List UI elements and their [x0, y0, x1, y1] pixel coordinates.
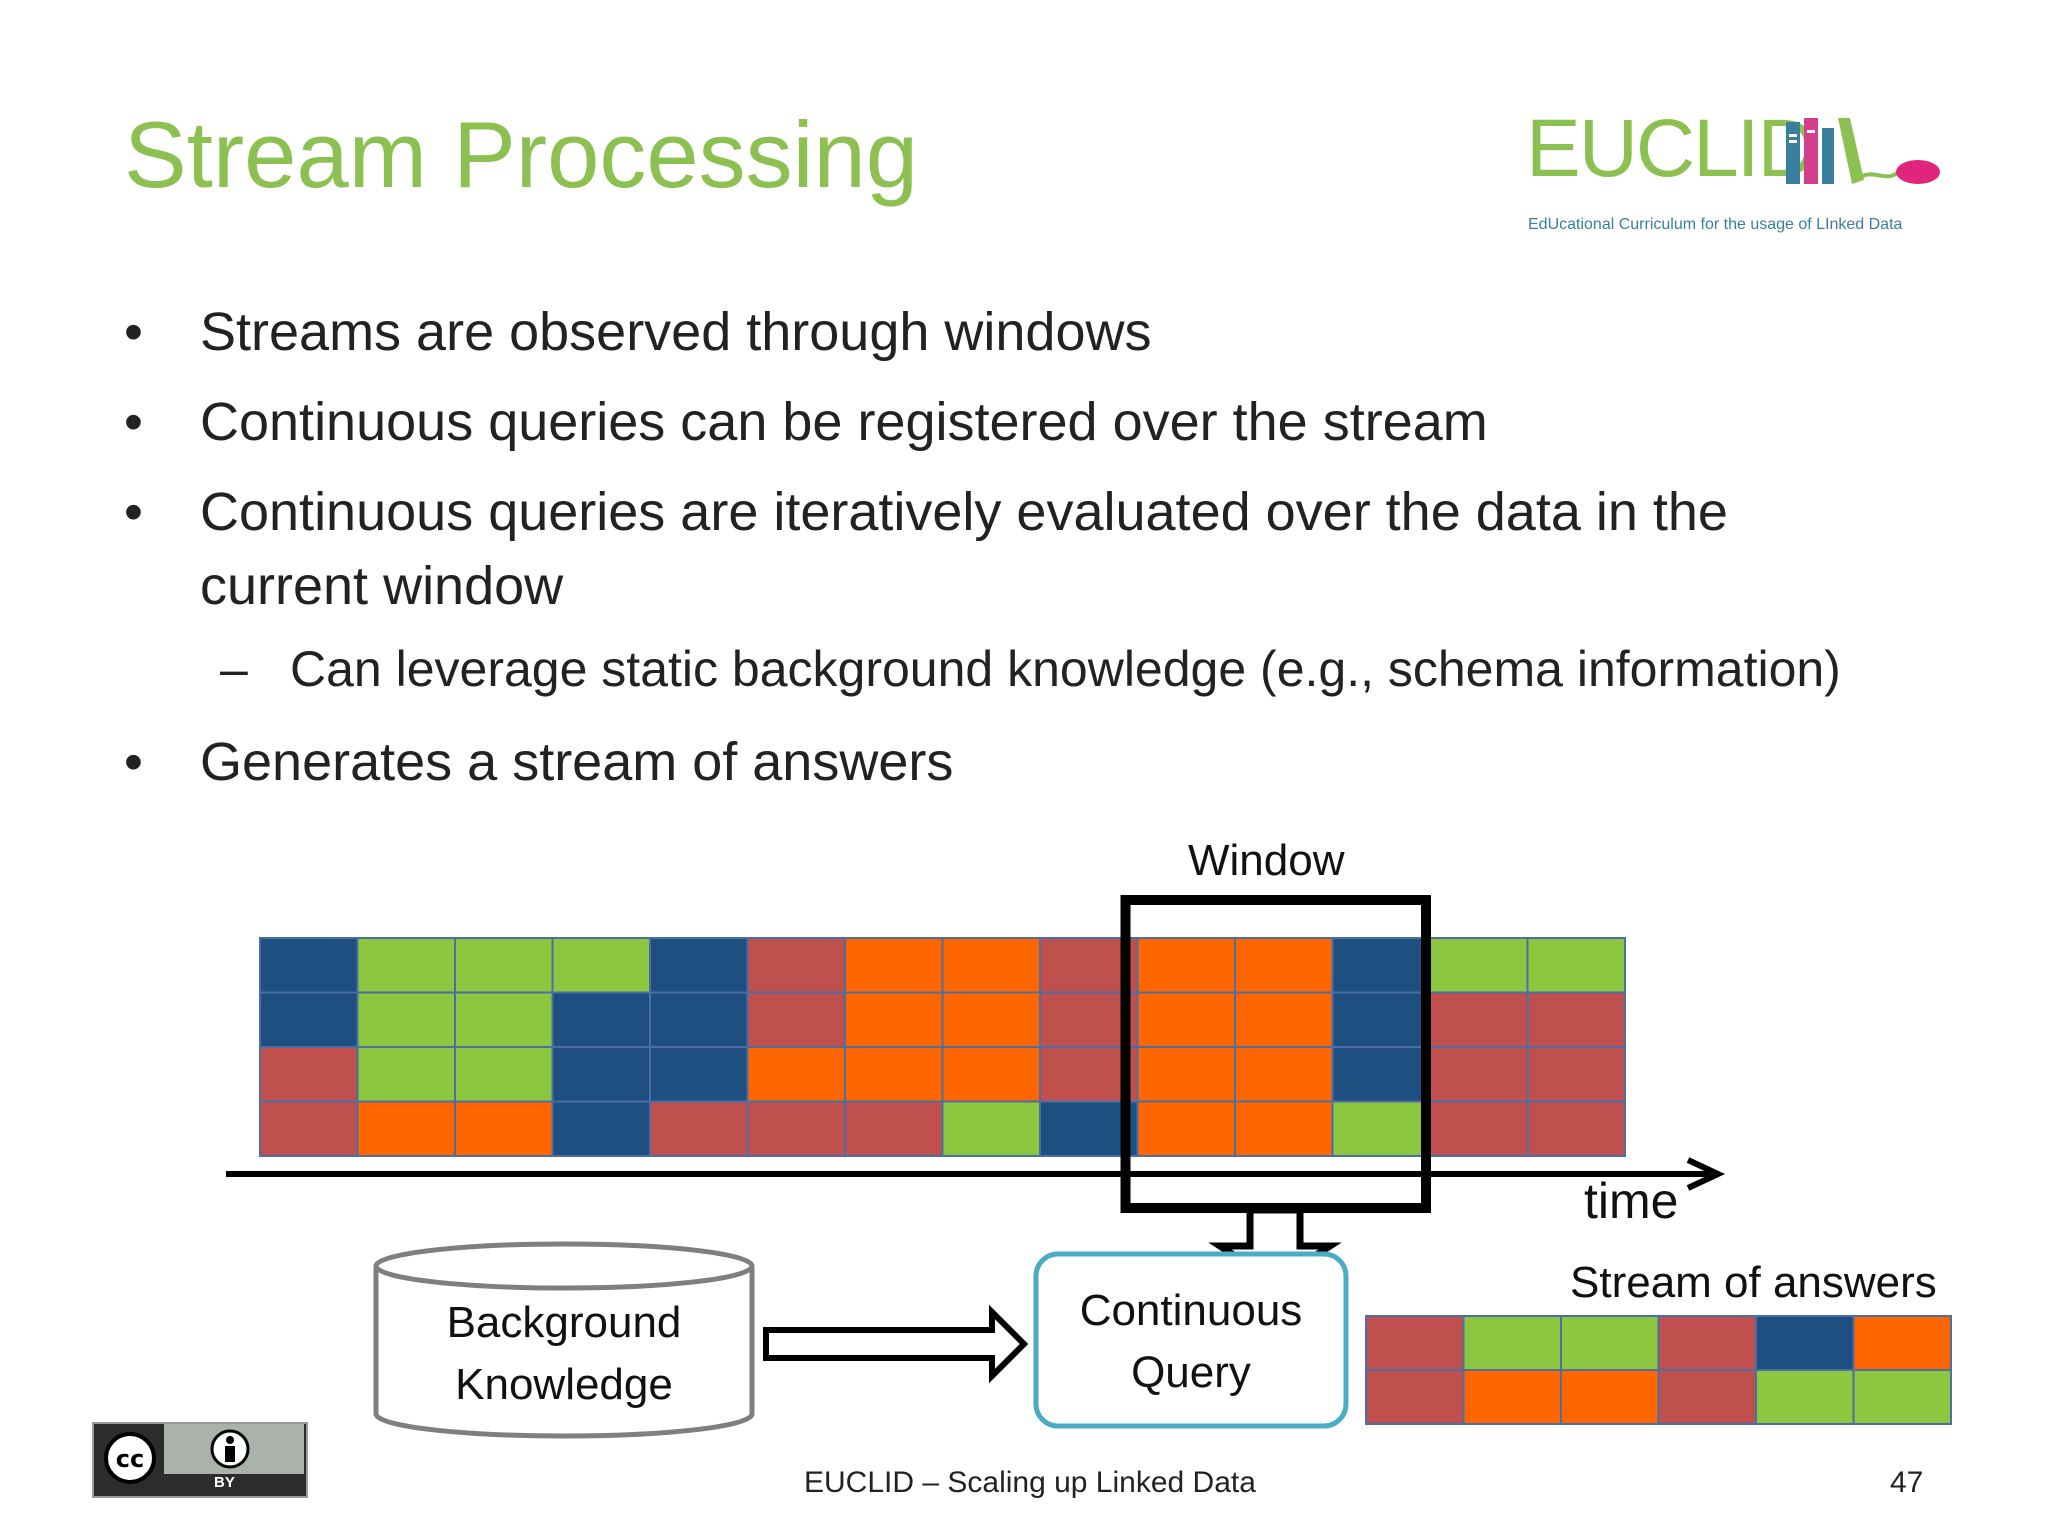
- stream-cell: [454, 991, 554, 1048]
- stream-cell: [356, 991, 456, 1048]
- stream-cell: [551, 991, 651, 1048]
- footer-title: EUCLID – Scaling up Linked Data: [804, 1466, 1256, 1499]
- stream-cell: [649, 991, 749, 1048]
- background-knowledge-label-line1: Background: [446, 1298, 682, 1347]
- bullet-item: Generates a stream of answers: [124, 726, 1984, 798]
- stream-cell: [1657, 1315, 1757, 1371]
- stream-cell: [1136, 1100, 1236, 1157]
- logo-tagline: EdUcational Curriculum for the usage of …: [1528, 216, 1903, 233]
- logo-wordmark: EUCLID: [1526, 103, 1817, 194]
- stream-cell: [941, 991, 1041, 1048]
- bullet-list: Streams are observed through windows Con…: [124, 296, 1984, 816]
- stream-cell: [1526, 937, 1626, 994]
- continuous-query-label-line2: Query: [1131, 1348, 1251, 1397]
- bullet-continuation: current window: [200, 556, 564, 616]
- stream-cell: [1331, 1100, 1431, 1157]
- svg-text:cc: cc: [116, 1445, 144, 1473]
- stream-cell: [746, 937, 846, 994]
- page-number: 47: [1890, 1466, 1924, 1499]
- stream-cell: [1331, 937, 1431, 994]
- stream-cell: [1331, 1046, 1431, 1103]
- stream-cell: [844, 937, 944, 994]
- stream-cell: [1852, 1315, 1952, 1371]
- stream-cell: [356, 1046, 456, 1103]
- stream-cell: [1365, 1369, 1465, 1425]
- stream-cell: [259, 937, 359, 994]
- stream-cell: [1365, 1315, 1465, 1371]
- stream-cell: [1234, 937, 1334, 994]
- stream-cell: [259, 991, 359, 1048]
- license-badge-graphic: cc: [104, 1424, 304, 1484]
- continuous-query-label-line1: Continuous: [1079, 1286, 1303, 1335]
- time-axis-arrowhead: [1686, 1157, 1726, 1191]
- stream-cell: [1234, 1046, 1334, 1103]
- stream-cell: [941, 1046, 1041, 1103]
- background-knowledge-cylinder: [373, 1266, 755, 1439]
- stream-cell: [454, 937, 554, 994]
- stream-cell: [551, 937, 651, 994]
- stream-grid: [259, 937, 1626, 1157]
- answers-label: Stream of answers: [1570, 1258, 1937, 1307]
- background-knowledge-label-line2: Knowledge: [455, 1360, 673, 1409]
- license-text: BY: [214, 1474, 235, 1491]
- sub-bullet-item: Can leverage static background knowledge…: [124, 636, 1984, 702]
- stream-cell: [746, 1046, 846, 1103]
- bullet-item: Streams are observed through windows: [124, 296, 1984, 368]
- stream-cell: [1526, 991, 1626, 1048]
- stream-cell: [1234, 991, 1334, 1048]
- time-axis-label: time: [1584, 1173, 1679, 1229]
- stream-cell: [1136, 1046, 1236, 1103]
- window-label: Window: [1188, 836, 1345, 885]
- stream-cell: [649, 937, 749, 994]
- stream-cell: [1136, 937, 1236, 994]
- stream-cell: [1429, 1100, 1529, 1157]
- continuous-query-box: [1033, 1251, 1349, 1429]
- stream-cell: [454, 1046, 554, 1103]
- stream-cell: [1331, 991, 1431, 1048]
- stream-cell: [844, 1046, 944, 1103]
- answers-grid: [1365, 1315, 1952, 1425]
- stream-cell: [844, 1100, 944, 1157]
- cylinder-top: [373, 1241, 755, 1291]
- stream-cell: [1462, 1369, 1562, 1425]
- stream-cell: [356, 937, 456, 994]
- stream-cell: [1560, 1315, 1660, 1371]
- stream-cell: [1852, 1369, 1952, 1425]
- euclid-logo: EUCLID EdUcational Curriculum for the us…: [1520, 108, 1950, 246]
- bullet-item: Continuous queries are iteratively evalu…: [124, 476, 1984, 548]
- books-and-mouse-icon: [1786, 118, 1940, 184]
- stream-cell: [844, 991, 944, 1048]
- stream-cell: [941, 1100, 1041, 1157]
- stream-cell: [1429, 1046, 1529, 1103]
- stream-cell: [1429, 991, 1529, 1048]
- stream-cell: [746, 1100, 846, 1157]
- knowledge-to-query-arrow: [763, 1304, 1029, 1384]
- stream-cell: [1136, 991, 1236, 1048]
- stream-cell: [1755, 1369, 1855, 1425]
- stream-cell: [356, 1100, 456, 1157]
- stream-cell: [746, 991, 846, 1048]
- slide-title: Stream Processing: [124, 102, 919, 207]
- stream-cell: [1234, 1100, 1334, 1157]
- cc-by-license-icon: cc BY: [92, 1422, 308, 1498]
- stream-cell: [551, 1100, 651, 1157]
- stream-cell: [259, 1046, 359, 1103]
- stream-cell: [1526, 1100, 1626, 1157]
- stream-cell: [551, 1046, 651, 1103]
- stream-cell: [649, 1046, 749, 1103]
- stream-cell: [1657, 1369, 1757, 1425]
- stream-cell: [1560, 1369, 1660, 1425]
- stream-cell: [941, 937, 1041, 994]
- stream-cell: [1526, 1046, 1626, 1103]
- stream-cell: [1429, 937, 1529, 994]
- stream-cell: [649, 1100, 749, 1157]
- stream-cell: [1462, 1315, 1562, 1371]
- stream-cell: [454, 1100, 554, 1157]
- stream-cell: [259, 1100, 359, 1157]
- stream-cell: [1755, 1315, 1855, 1371]
- bullet-item: Continuous queries can be registered ove…: [124, 386, 1984, 458]
